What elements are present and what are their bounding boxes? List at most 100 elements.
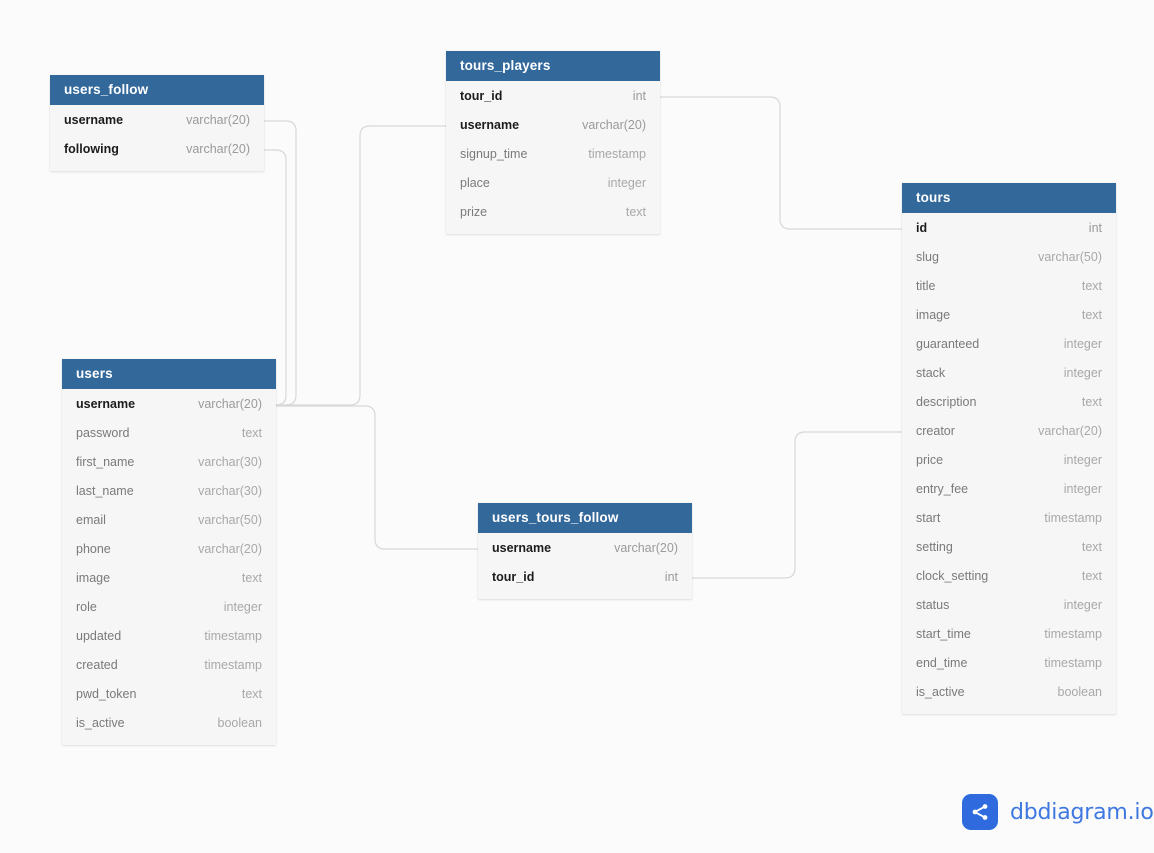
field-row-users-password[interactable]: password text [62,418,276,447]
table-header-users[interactable]: users [62,359,276,389]
field-row-users-pwd_token[interactable]: pwd_token text [62,679,276,708]
field-type: varchar(20) [198,541,262,556]
field-row-tours_players-tour_id[interactable]: tour_id int [446,81,660,110]
field-row-tours_players-prize[interactable]: prize text [446,197,660,226]
field-name: last_name [76,483,134,498]
field-row-tours-clock_setting[interactable]: clock_setting text [902,561,1116,590]
field-name: email [76,512,106,527]
field-name: first_name [76,454,135,469]
table-header-users_follow[interactable]: users_follow [50,75,264,105]
field-type: text [1081,307,1102,322]
field-name: image [76,570,111,585]
field-name: username [460,117,520,132]
field-type: text [1081,539,1102,554]
table-header-tours[interactable]: tours [902,183,1116,213]
share-nodes-icon [962,794,998,830]
field-type: int [632,88,646,103]
field-name: created [76,657,118,672]
field-type: timestamp [1044,510,1102,525]
field-type: timestamp [588,146,646,161]
field-name: password [76,425,130,440]
field-name: prize [460,204,488,219]
field-name: id [916,220,928,235]
field-name: username [64,112,124,127]
field-name: status [916,597,950,612]
field-name: start_time [916,626,971,641]
field-type: text [1081,568,1102,583]
field-type: timestamp [1044,655,1102,670]
field-name: clock_setting [916,568,989,583]
brand-watermark[interactable]: dbdiagram.io [962,794,1154,830]
field-type: varchar(30) [198,454,262,469]
field-name: following [64,141,119,156]
field-type: varchar(50) [198,512,262,527]
field-name: start [916,510,941,525]
table-bottom-pad [50,163,264,171]
field-name: role [76,599,97,614]
table-header-users_tours_follow[interactable]: users_tours_follow [478,503,692,533]
field-name: tour_id [460,88,503,103]
table-header-tours_players[interactable]: tours_players [446,51,660,81]
field-name: entry_fee [916,481,969,496]
edge-users-username-to-tours_players-username [276,125,446,406]
field-row-users-email[interactable]: email varchar(50) [62,505,276,534]
field-type: text [241,425,262,440]
field-name: title [916,278,936,293]
field-name: slug [916,249,939,264]
table-bottom-pad [902,706,1116,714]
field-type: varchar(30) [198,483,262,498]
field-type: integer [1063,452,1102,467]
field-type: int [1088,220,1102,235]
field-row-tours-start[interactable]: start timestamp [902,503,1116,532]
field-type: integer [1063,365,1102,380]
field-type: text [241,570,262,585]
field-type: int [664,569,678,584]
field-name: creator [916,423,955,438]
field-row-users-last_name[interactable]: last_name varchar(30) [62,476,276,505]
field-row-tours-id[interactable]: id int [902,213,1116,242]
table-bottom-pad [446,226,660,234]
field-type: text [241,686,262,701]
field-row-users-image[interactable]: image text [62,563,276,592]
field-row-users-first_name[interactable]: first_name varchar(30) [62,447,276,476]
field-type: boolean [1057,684,1103,699]
field-type: text [625,204,646,219]
field-name: pwd_token [76,686,137,701]
